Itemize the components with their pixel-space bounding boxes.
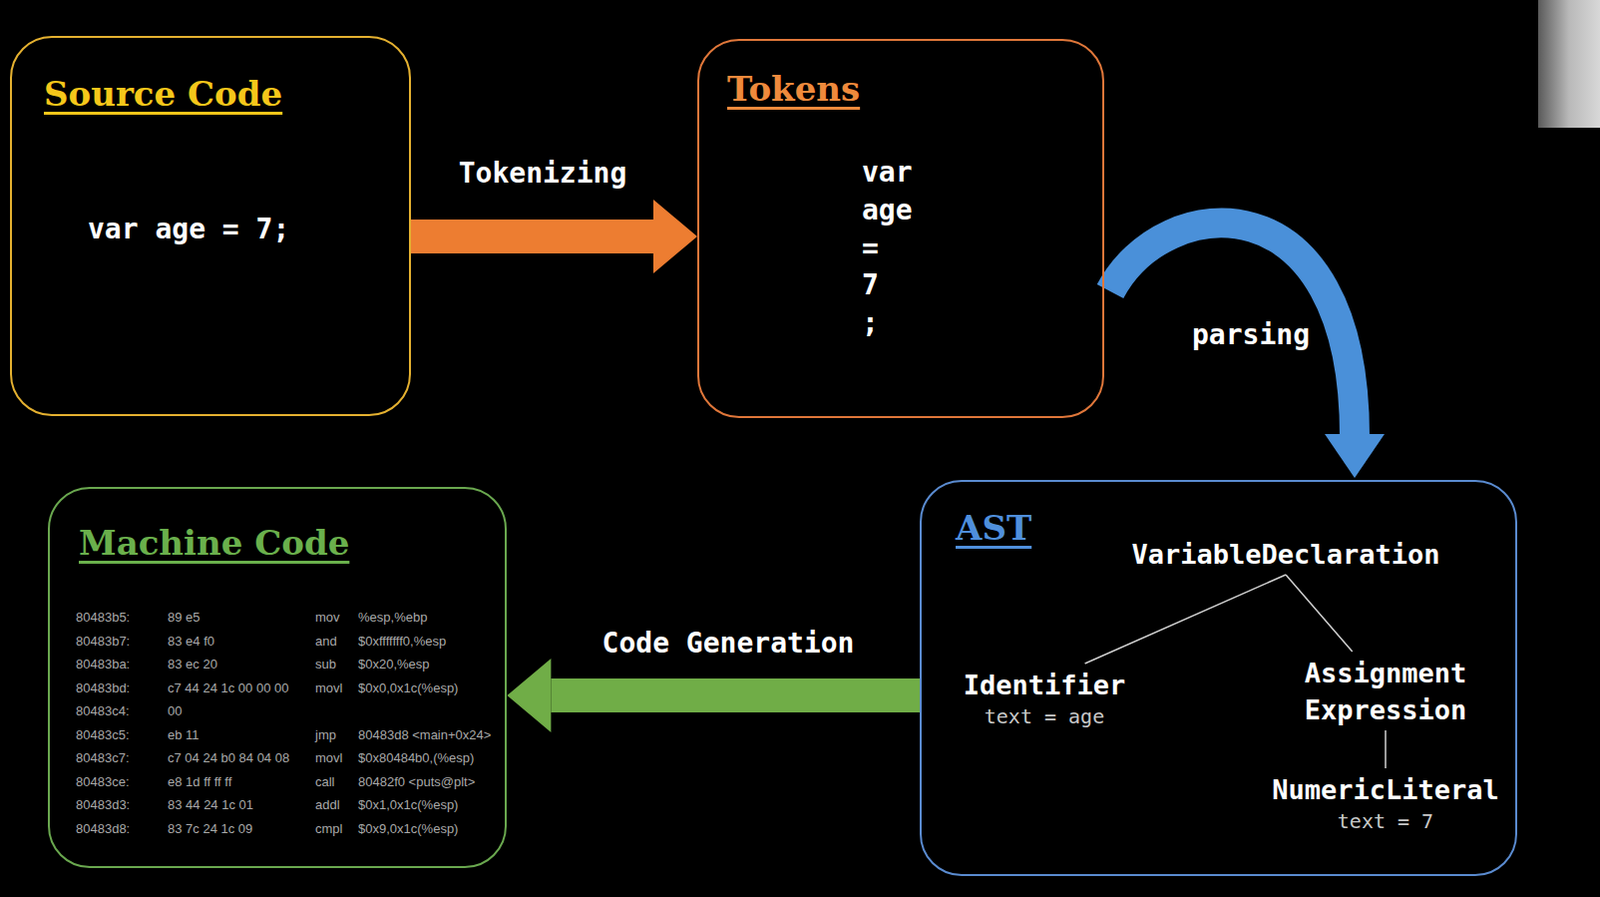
ast-node-detail: text = age (963, 703, 1127, 730)
asm-cell: 80483c5: (75, 727, 130, 744)
ast-node: Assignment Expression (1293, 654, 1479, 729)
tree-line (1285, 574, 1353, 652)
stage-title: AST (955, 507, 1032, 548)
asm-cell: movl (315, 680, 343, 697)
ast-node: Identifiertext = age (963, 666, 1127, 730)
edge-label: Tokenizing (458, 156, 628, 191)
asm-cell: jmp (315, 727, 337, 744)
token: var (861, 155, 913, 190)
asm-cell: 83 e4 f0 (167, 633, 215, 650)
asm-cell: $0xfffffff0,%esp (358, 633, 446, 650)
asm-cell: cmpl (315, 820, 343, 837)
token: age (861, 193, 913, 228)
ast-node-name: Assignment Expression (1293, 654, 1479, 729)
asm-cell: 80482f0 <puts@plt> (358, 774, 475, 791)
asm-cell: 80483bd: (75, 680, 130, 697)
tree-line (1384, 730, 1386, 769)
asm-cell: 83 7c 24 1c 09 (167, 820, 253, 837)
asm-cell: $0x1,0x1c(%esp) (358, 797, 458, 813)
asm-cell: c7 04 24 b0 84 04 08 (167, 750, 290, 767)
stage-box: Machine Code 80483b5: 89 e5 mov %esp,%ebp 804… (47, 486, 507, 868)
stage-title: Source Code (43, 73, 283, 114)
process-arrow (410, 199, 698, 274)
asm-cell: 80483c7: (75, 750, 130, 767)
asm-cell: 80483c4: (75, 703, 130, 720)
asm-cell: $0x80484b0,(%esp) (358, 750, 474, 767)
stage-title: Machine Code (78, 522, 350, 563)
webcam-thumbnail (1538, 0, 1600, 128)
asm-cell: call (315, 774, 336, 791)
asm-cell: 80483d3: (75, 797, 130, 813)
asm-cell: $0x0,0x1c(%esp) (358, 680, 458, 697)
tree-line (1085, 574, 1286, 664)
stage-box: Tokens varage=7; (697, 38, 1105, 418)
process-arrow (506, 658, 920, 733)
process-arrow (1110, 223, 1385, 478)
asm-cell: 80483ce: (75, 774, 130, 791)
asm-cell: eb 11 (167, 727, 200, 744)
asm-cell: 80483b7: (75, 633, 130, 650)
asm-cell: %esp,%ebp (358, 609, 427, 626)
asm-cell: 83 44 24 1c 01 (167, 797, 254, 813)
asm-cell: sub (315, 656, 337, 673)
asm-cell: 00 (167, 703, 182, 720)
token: = (861, 231, 879, 266)
asm-cell: 80483d8 <main+0x24> (358, 727, 491, 744)
source-code-text: var age = 7; (87, 212, 290, 247)
stage-box: Source Code var age = 7; (9, 35, 411, 416)
asm-cell: e8 1d ff ff ff (167, 774, 232, 791)
stage-box: AST VariableDeclarationIdentifiertext = a… (919, 479, 1518, 876)
asm-cell: 80483d8: (75, 820, 130, 837)
asm-cell: 80483ba: (75, 656, 130, 673)
asm-cell: $0x20,%esp (358, 656, 430, 673)
token: ; (861, 306, 879, 341)
asm-cell: and (315, 633, 338, 650)
stage-title: Tokens (727, 68, 860, 109)
asm-cell: $0x9,0x1c(%esp) (358, 820, 458, 837)
asm-cell: c7 44 24 1c 00 00 00 (167, 680, 289, 697)
asm-cell: movl (315, 750, 343, 767)
token: 7 (861, 268, 879, 303)
ast-node-detail: text = 7 (1271, 807, 1500, 834)
ast-node-name: NumericLiteral (1271, 771, 1500, 808)
ast-node: VariableDeclaration (1132, 535, 1441, 573)
edge-label: parsing (1192, 318, 1310, 353)
ast-node-name: VariableDeclaration (1132, 535, 1441, 573)
ast-node-name: Identifier (963, 666, 1127, 704)
asm-cell: 89 e5 (167, 609, 201, 626)
asm-cell: addl (315, 797, 341, 813)
asm-cell: mov (315, 609, 341, 626)
ast-node: NumericLiteraltext = 7 (1271, 771, 1500, 834)
asm-cell: 80483b5: (75, 609, 130, 626)
asm-cell: 83 ec 20 (167, 656, 218, 673)
edge-label: Code Generation (602, 626, 855, 661)
